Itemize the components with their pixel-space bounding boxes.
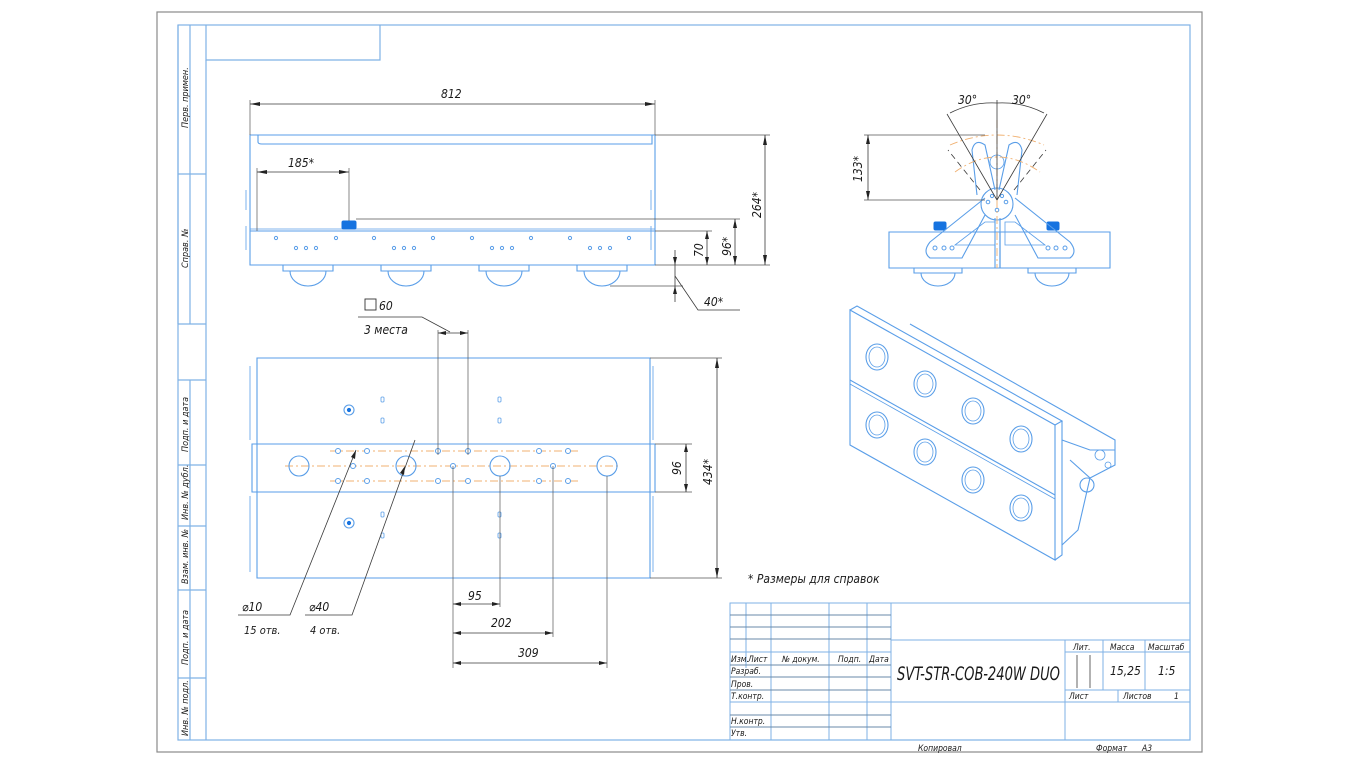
dim-body-height: 96* (720, 236, 734, 256)
end-view-bracket-left (925, 197, 986, 259)
sheets-value: 1 (1174, 692, 1179, 702)
reference-note: * Размеры для справок (748, 572, 880, 586)
side-strip-bottom: Подп. и дата Инв. № дубл. Взам. инв. № П… (178, 379, 206, 740)
end-view-upper-arm-right (998, 141, 1023, 196)
format-label: Формат (1096, 744, 1128, 754)
col-scale-label: Масштаб (1148, 643, 1185, 653)
dim-small-hole-dia: ⌀10 (242, 600, 262, 614)
sheet-label: Лист (1068, 692, 1089, 702)
side-label-inv-podl: Инв. № подл. (181, 680, 191, 736)
top-left-stamp (205, 25, 381, 61)
dim-large-hole-dia: ⌀40 (309, 600, 329, 614)
rev-header-date: Дата (868, 655, 889, 665)
dim-pivot-height: 133* (851, 155, 865, 182)
large-hole (288, 455, 310, 477)
dim-offset: 185* (288, 156, 315, 170)
side-label-perv-primen: Перв. примен. (181, 67, 191, 128)
rev-header-sign: Подп. (838, 655, 861, 665)
dim-square-hole-count: 3 места (364, 323, 408, 337)
front-view-dimensions: 812 185* 264* 96* 70 40* (249, 87, 770, 311)
rev-header-list: Лист (747, 655, 768, 665)
end-view-upper-arm-left (971, 141, 996, 196)
side-label-vzam-inv: Взам. инв. № (181, 528, 191, 584)
dim-angle-left: 30° (958, 93, 977, 107)
drawing-title: SVT-STR-COB-240W DUO (897, 663, 1060, 685)
sheets-label: Листов (1122, 692, 1152, 702)
dim-overall-height: 264* (750, 191, 764, 218)
dim-angle-right: 30° (1012, 93, 1031, 107)
end-view-bracket-right (1014, 197, 1075, 259)
isometric-view (849, 305, 1116, 561)
top-view-dimensions: 60 3 места 434* 96 ⌀10 15 отв. ⌀40 (238, 298, 722, 668)
dim-large-hole-count: 4 отв. (310, 624, 340, 637)
scale-value: 1:5 (1158, 664, 1176, 678)
front-view-top-rim (257, 135, 653, 145)
paper-border (156, 11, 1203, 753)
large-hole (395, 455, 417, 477)
rev-header-doc-no: № докум. (781, 655, 820, 665)
format-value: A3 (1141, 744, 1152, 754)
col-lit-label: Лит. (1072, 643, 1091, 653)
front-view-lenses (282, 265, 628, 287)
col-mass-label: Масса (1110, 643, 1135, 653)
front-view-holes (273, 235, 632, 251)
top-view: 60 3 места 434* 96 ⌀10 15 отв. ⌀40 (238, 298, 722, 668)
front-view: 812 185* 264* 96* 70 40* (245, 87, 770, 311)
dim-spacing-2: 202 (491, 616, 512, 630)
side-label-podp-data-1: Подп. и дата (181, 397, 191, 452)
dim-spacing-1: 95 (468, 589, 482, 603)
dim-housing-height: 70 (692, 243, 706, 257)
square-symbol-icon (364, 298, 377, 311)
drawing-frame (177, 24, 1191, 741)
role-prov: Пров. (731, 680, 753, 690)
dim-bracket-width: 96 (670, 461, 684, 475)
role-razrab: Разраб. (731, 667, 761, 677)
dim-square-hole: 60 (379, 299, 393, 313)
end-view: 30° 30° 133* (851, 93, 1111, 287)
small-holes (335, 448, 571, 484)
role-nkontr: Н.контр. (731, 717, 765, 727)
role-utv: Утв. (731, 729, 747, 739)
rev-header-izm: Изм. (731, 655, 749, 665)
front-view-body-outline (249, 134, 656, 266)
side-label-sprav-no: Справ. № (181, 228, 191, 268)
front-view-connector (341, 220, 357, 230)
side-strip-top: Перв. примен. Справ. № (177, 25, 206, 325)
dim-overall-length: 812 (441, 87, 462, 101)
mass-value: 15,25 (1110, 664, 1141, 678)
dim-lens-depth: 40* (704, 295, 724, 309)
side-label-inv-dubl: Инв. № дубл. (181, 465, 191, 520)
dim-total-width: 434* (701, 458, 715, 485)
dim-small-hole-count: 15 отв. (244, 624, 281, 637)
iso-lenses (865, 343, 1033, 522)
dim-spacing-3: 309 (518, 646, 539, 660)
copied-label: Копировал (918, 744, 962, 754)
side-label-podp-data-2: Подп. и дата (181, 610, 191, 665)
role-tkontr: Т.контр. (731, 692, 764, 702)
title-block: Изм. Лист № докум. Подп. Дата Разраб. Пр… (729, 602, 1191, 754)
